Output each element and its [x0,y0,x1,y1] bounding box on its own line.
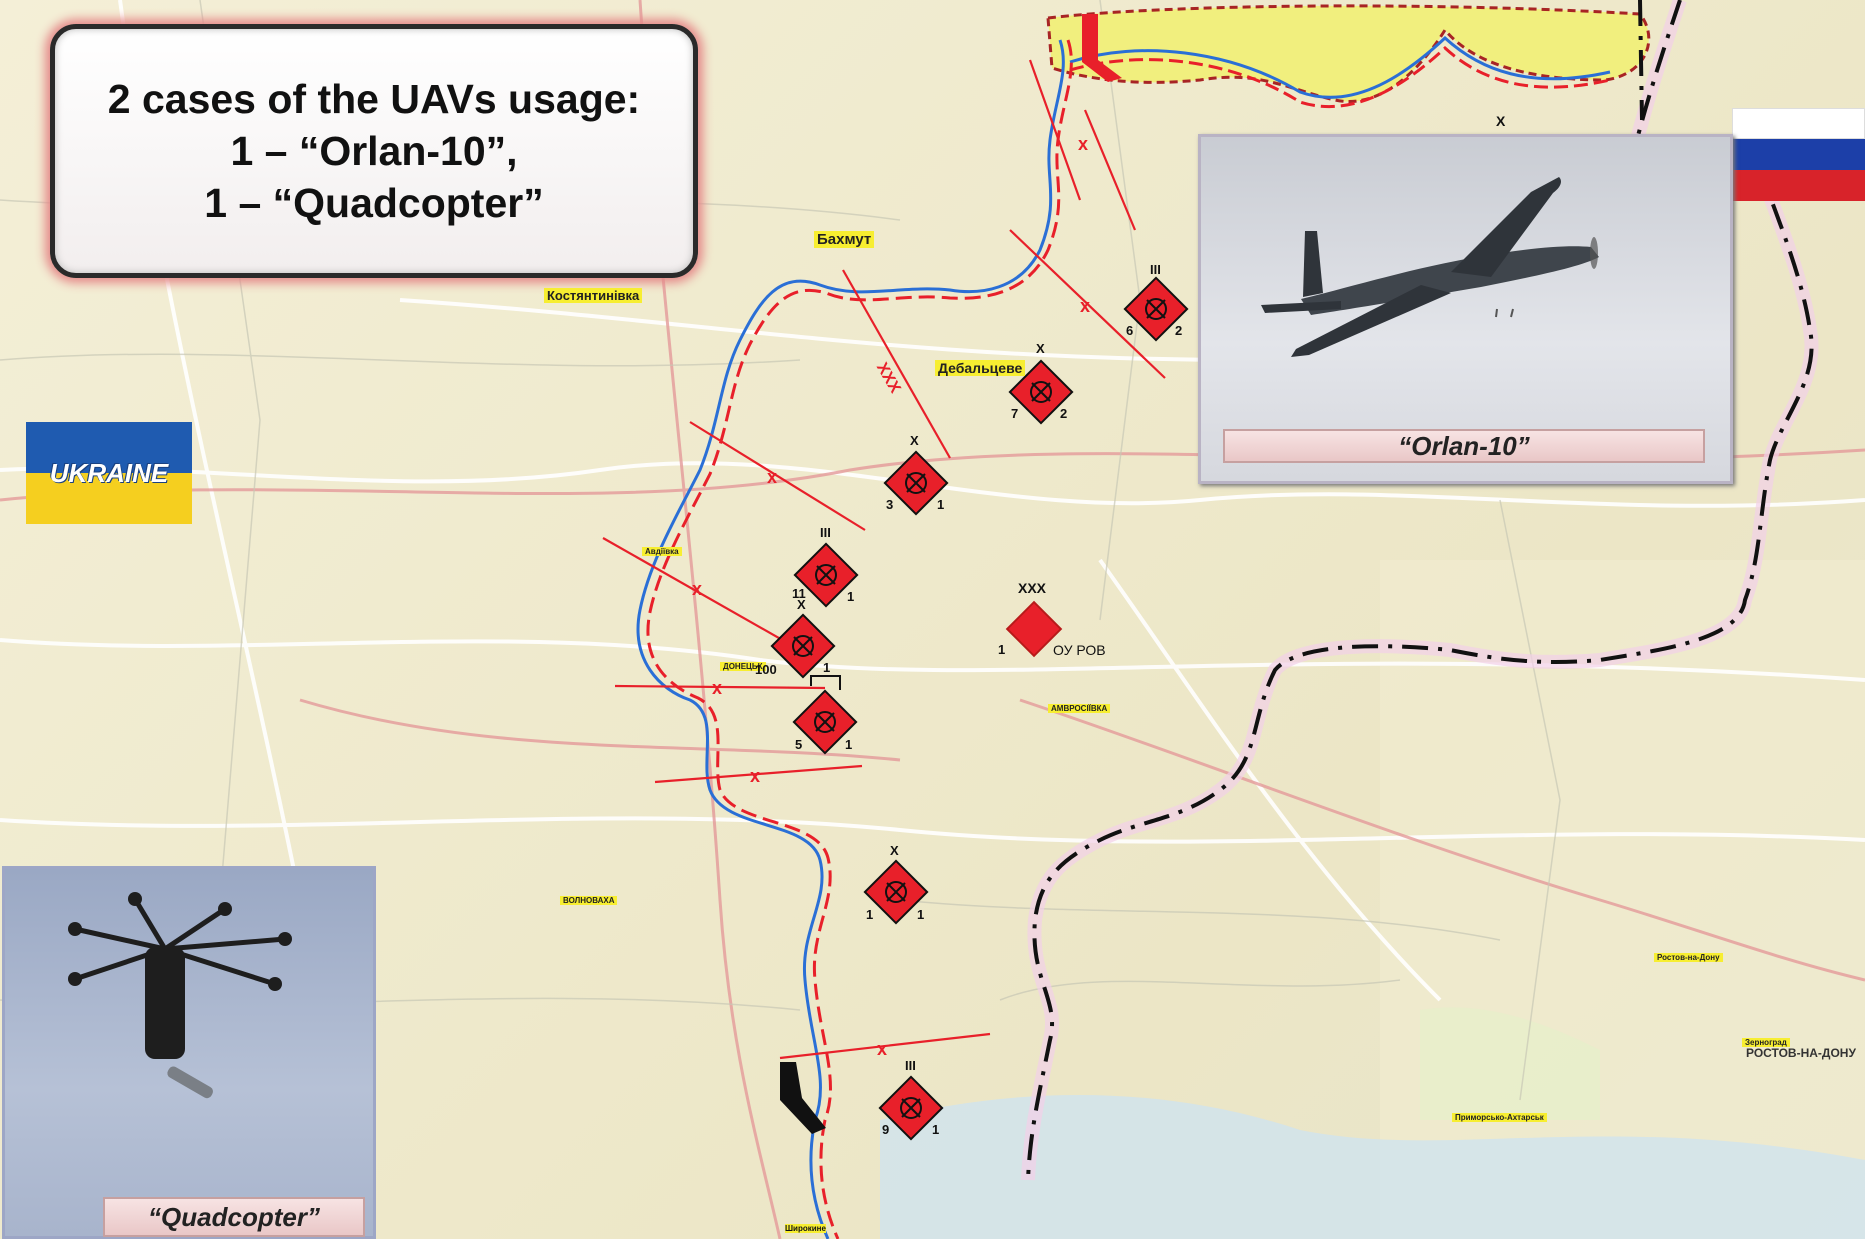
contact-line [636,39,1073,1239]
city-amvrosiivka: АМВРОСІЇВКА [1048,704,1111,713]
quadcopter-drone-image [68,892,292,1099]
city-zernograd: Зерноград [1742,1038,1790,1047]
echelon-brigade-3: X [910,433,919,448]
echelon-brigade-north: X [1496,113,1506,129]
info-line-2: 1 – “Orlan-10”, [230,128,518,174]
occupied-zone-north [1046,4,1651,109]
city-rostov: РОСТОВ-НА-ДОНУ [1746,1046,1856,1060]
city-bakhmut: Бахмут [814,231,875,248]
svg-text:x: x [750,766,760,786]
orlan-10-photo: “Orlan-10” [1198,134,1733,484]
info-line-3: 1 – “Quadcopter” [204,180,544,226]
quadcopter-caption: “Quadcopter” [103,1197,365,1237]
unit-symbols [770,276,1189,1141]
corps-number: 1 [998,642,1006,657]
city-debaltseve: Дебальцеве [935,360,1026,376]
unit-5-right: 1 [845,737,853,752]
echelon-regiment-9: III [905,1058,916,1073]
unit-symbol-100-1 [770,613,836,679]
city-kostiantynivka: Костянтинівка [544,288,643,303]
svg-text:XXX: XXX [873,360,904,397]
echelon-regiment-11: III [820,525,831,540]
unit-symbol-7-2 [1008,359,1074,425]
unit-boundaries [602,59,1166,1060]
unit-100-right: 1 [823,660,831,675]
city-volnovakha: ВОЛНОВАХА [560,896,618,905]
city-avdiivka: Авдіївка [642,547,682,556]
unit-symbol-11-1 [793,542,859,608]
unit-11-left: 11 [792,586,806,601]
city-donetsk: ДОНЕЦЬК [720,662,766,671]
unit-1-right: 1 [917,907,925,922]
flank-arrow-south [780,1062,826,1134]
svg-text:x: x [877,1039,887,1059]
flank-arrow-north [1082,14,1122,82]
unit-7-right: 2 [1060,406,1068,421]
info-box: 2 cases of the UAVs usage: 1 – “Orlan-10… [50,24,698,278]
unit-symbol-1-1 [863,859,929,925]
unit-11-right: 1 [847,589,855,604]
echelon-army: XXX [1018,580,1047,596]
russia-flag [1732,108,1865,201]
unit-symbol-6-2 [1123,276,1189,342]
unit-1-left: 1 [866,907,874,922]
unit-symbol-corps [1005,600,1063,658]
unit-6-left: 6 [1126,323,1134,338]
info-line-1: 2 cases of the UAVs usage: [107,76,641,122]
sea-of-azov [880,1095,1865,1239]
ukraine-label: UKRAINE [49,458,169,488]
city-rostov-small: Ростов-на-Дону [1654,953,1723,962]
svg-text:x: x [1078,134,1088,154]
unit-9-right: 1 [932,1122,940,1137]
unit-9-left: 9 [882,1122,890,1137]
corps-hq-label: ОУ РОВ [1053,642,1106,658]
orlan-10-caption: “Orlan-10” [1223,429,1705,463]
echelon-brigade-100: X [797,597,806,612]
unit-7-left: 7 [1011,406,1019,421]
quadcopter-photo: “Quadcopter” [2,866,376,1239]
orlan-10-drone-image [1261,177,1599,357]
unit-5-left: 5 [795,737,803,752]
svg-text:x: x [692,579,702,599]
unit-3-right: 1 [937,497,945,512]
hq-bracket [810,675,841,690]
unit-symbol-9-1 [878,1075,944,1141]
ukraine-flag: UKRAINE [26,422,192,524]
echelon-brigade-7: X [1036,341,1045,356]
unit-symbol-3-1 [883,450,949,516]
svg-text:x: x [767,467,777,487]
city-shyrokyne: Широкине [785,1224,826,1233]
unit-3-left: 3 [886,497,894,512]
svg-text:x: x [712,678,722,698]
unit-symbol-5-1 [792,689,858,755]
city-primorsko-akhtarsk: Приморсько-Ахтарськ [1452,1113,1547,1122]
echelon-brigade-1: X [890,843,899,858]
echelon-regiment-6: III [1150,262,1161,277]
unit-6-right: 2 [1175,323,1183,338]
svg-text:x: x [1080,296,1090,316]
unit-100-left: 100 [755,662,777,677]
